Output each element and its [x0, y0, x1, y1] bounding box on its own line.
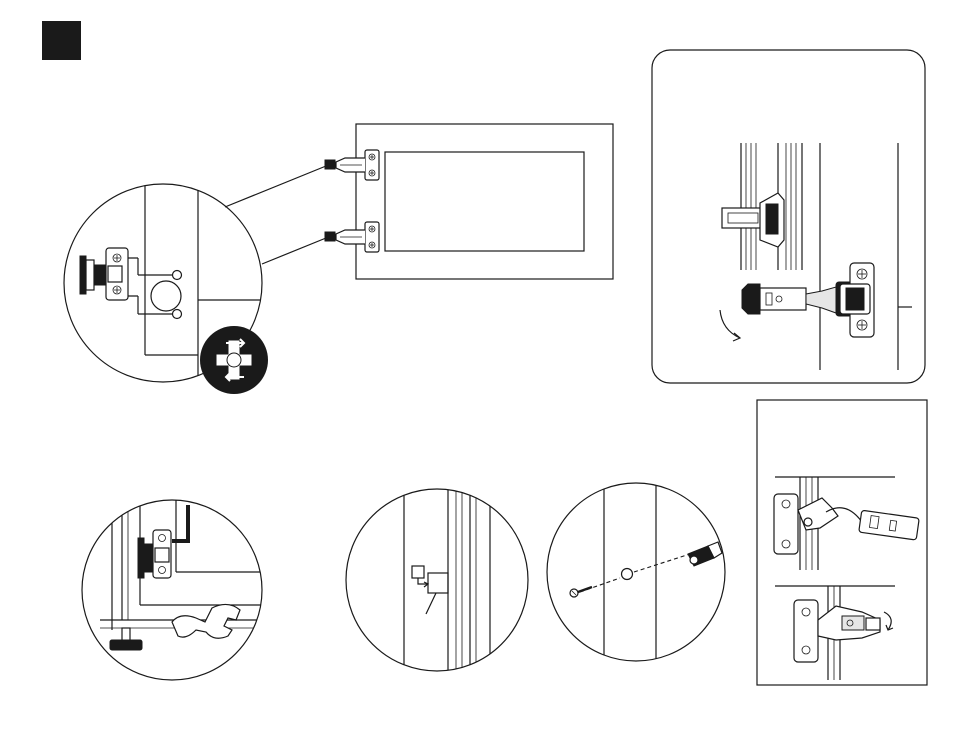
door-panel-icon [356, 124, 613, 279]
callout-line-upper [225, 166, 326, 207]
cabinet-door-with-hinges [225, 124, 613, 279]
hinge-mounting-sequence-inset [757, 400, 927, 685]
hinge-mini-icon [153, 530, 171, 578]
bumper-pad-detail [346, 480, 528, 680]
hinge-icon [106, 248, 128, 300]
hinge-clipped-icon [794, 586, 893, 680]
hinge-clip-detach-inset [652, 50, 925, 383]
screw-plug-detail [547, 480, 725, 665]
cap-plug-icon [688, 542, 722, 566]
wrench-icon [172, 604, 240, 638]
hinge-mount-icon [774, 477, 919, 570]
callout-line-lower [262, 238, 326, 264]
cross-adjust-symbol [200, 326, 268, 394]
leveling-foot-wrench-detail [82, 500, 270, 680]
rotate-arrow-icon [720, 310, 740, 338]
lower-hinge-icon [325, 222, 379, 252]
upper-hinge-icon [325, 150, 379, 180]
screw-icon [570, 587, 592, 597]
bumper-icon [428, 573, 448, 593]
plug-hole [622, 569, 633, 580]
step-number-badge [42, 21, 81, 60]
hinge-release-icon [742, 263, 874, 337]
door-glass-frame [385, 152, 584, 251]
rotate-arrow-small-icon [884, 612, 891, 630]
allen-key-icon [172, 505, 188, 541]
